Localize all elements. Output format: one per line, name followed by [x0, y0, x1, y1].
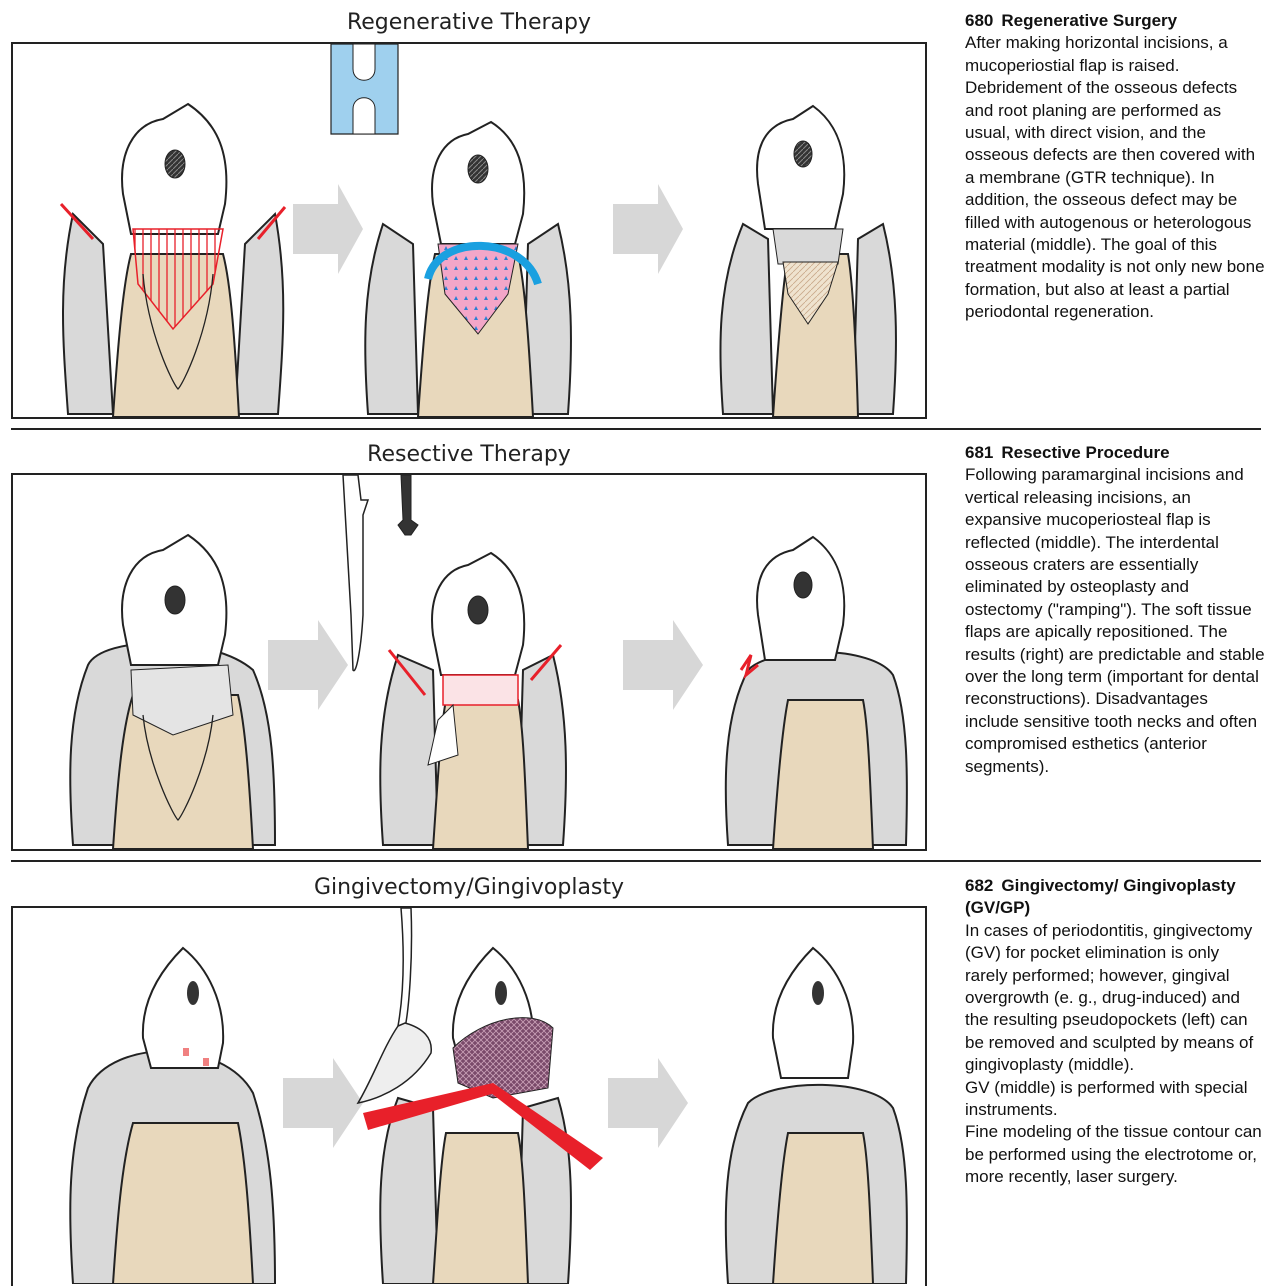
caption-heading: Resective Procedure	[1001, 443, 1169, 462]
tooth-left	[61, 104, 285, 417]
tooth-right	[726, 537, 907, 849]
instrument-scalpel	[343, 475, 418, 671]
caption-heading: Regenerative Surgery	[1001, 11, 1177, 30]
caption-body: Following paramarginal incisions and ver…	[965, 464, 1265, 778]
caption-680: 680 Regenerative Surgery After making hor…	[965, 10, 1265, 324]
caption-681: 681 Resective Procedure Following paramar…	[965, 442, 1265, 778]
caption-body-line: GV (middle) is performed with special in…	[965, 1077, 1265, 1122]
caption-number: 681	[965, 443, 993, 462]
caption-body-line: Fine modeling of the tissue contour can …	[965, 1121, 1265, 1188]
instrument-gingivectomy-knife	[358, 908, 431, 1103]
tooth-left	[70, 948, 275, 1284]
instrument-membrane	[331, 44, 398, 134]
regenerative-illustration	[13, 44, 925, 417]
tooth-middle	[363, 948, 603, 1284]
tooth-middle	[380, 553, 566, 849]
panel-title-regenerative: Regenerative Therapy	[11, 10, 927, 35]
panel-title-resective: Resective Therapy	[11, 442, 927, 467]
arrow-right-icon	[608, 1058, 688, 1148]
figure-resective	[11, 473, 927, 851]
panel-title-gingivectomy: Gingivectomy/Gingivoplasty	[11, 875, 927, 900]
tooth-left	[70, 535, 275, 849]
resective-illustration	[13, 475, 925, 849]
caption-number: 682	[965, 876, 993, 895]
figure-regenerative	[11, 42, 927, 419]
figure-gingivectomy	[11, 906, 927, 1286]
caption-heading: Gingivectomy/ Gingivoplasty (GV/GP)	[965, 876, 1236, 917]
caption-number: 680	[965, 11, 993, 30]
arrow-right-icon	[268, 620, 348, 710]
gingivectomy-illustration	[13, 908, 925, 1284]
section-divider	[11, 428, 1261, 430]
arrow-right-icon	[623, 620, 703, 710]
tooth-middle	[365, 122, 571, 417]
arrow-right-icon	[613, 184, 683, 274]
arrow-right-icon	[293, 184, 363, 274]
arrow-right-icon	[283, 1058, 363, 1148]
caption-body-line: In cases of periodontitis, gingivectomy …	[965, 920, 1265, 1077]
tooth-right	[720, 106, 896, 417]
section-divider	[11, 860, 1261, 862]
tooth-right	[726, 948, 907, 1284]
caption-body: After making horizontal incisions, a muc…	[965, 32, 1265, 323]
